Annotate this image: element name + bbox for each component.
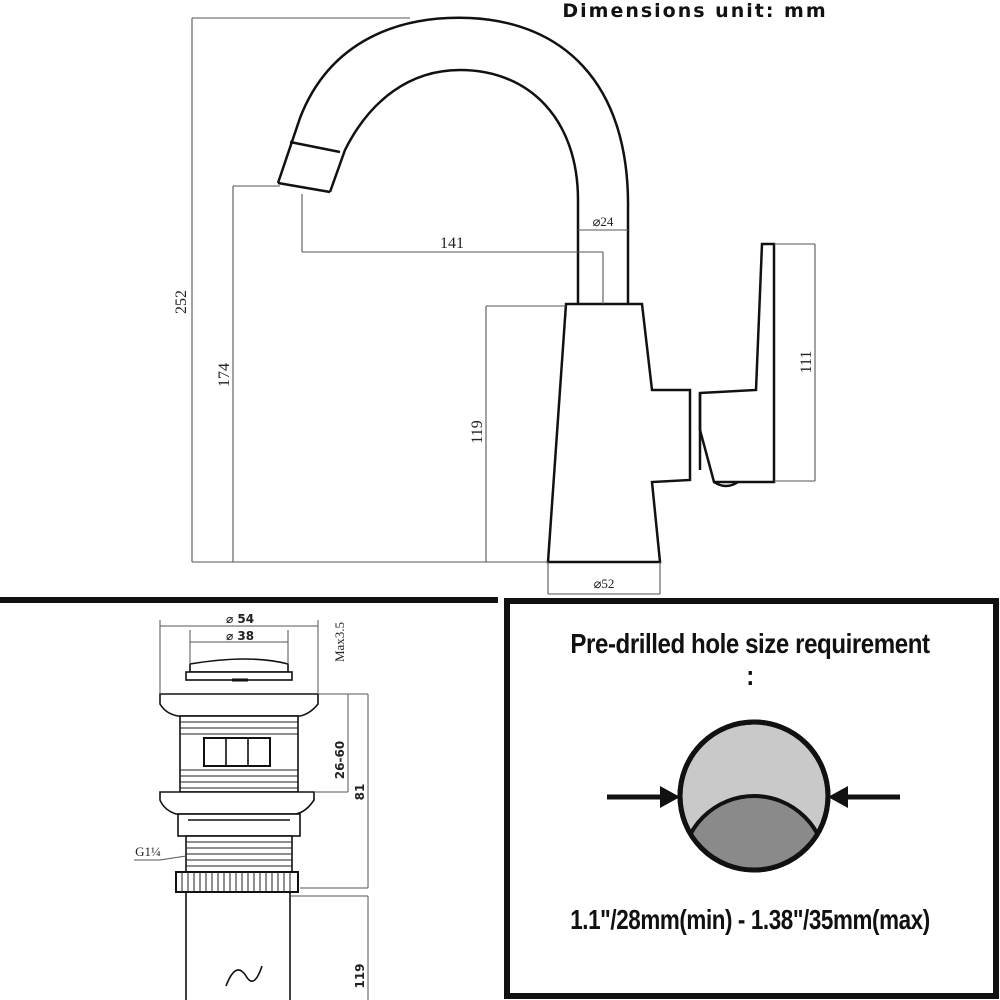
drain-dimension-labels: ⌀ 54 ⌀ 38 Max3.5 26-60 81 G1¼ 119 — [135, 612, 367, 989]
dim-cap-inner: ⌀ 38 — [226, 629, 254, 643]
drain-cap — [189, 658, 289, 673]
dim-total-height: 252 — [173, 290, 190, 314]
faucet-handle — [698, 242, 776, 484]
drain-threads — [180, 721, 298, 892]
dim-cap-max: Max3.5 — [332, 622, 347, 662]
dim-cap-outer: ⌀ 54 — [226, 612, 254, 626]
dim-base-diameter: ⌀52 — [594, 576, 615, 591]
drain-flange — [159, 693, 319, 717]
drain-lock-nut — [159, 791, 315, 815]
drain-dimension-lines — [134, 620, 369, 1000]
faucet-drawing — [276, 16, 776, 564]
drain-drawing — [159, 658, 319, 1000]
panel-separators — [0, 597, 999, 999]
dim-thickness-range: 26-60 — [333, 741, 347, 779]
spout-inner-edge — [328, 68, 580, 304]
faucet-dimension-labels: 252 174 119 141 ⌀24 ⌀52 111 — [173, 214, 815, 591]
spout-outer-edge — [276, 16, 630, 304]
dim-tube-diameter: ⌀24 — [593, 214, 614, 229]
aerator-band — [289, 140, 341, 154]
dim-tail-length: 119 — [353, 963, 367, 988]
dim-thread-length: 81 — [353, 784, 367, 801]
dim-handle-height: 111 — [798, 351, 815, 374]
arrow-left-icon — [607, 786, 680, 808]
dim-thread-spec: G1¼ — [135, 844, 161, 859]
dim-spout-height: 174 — [216, 363, 233, 387]
dim-spout-reach: 141 — [440, 235, 464, 252]
hole-requirement-title: Pre-drilled hole size requirement : — [570, 628, 930, 691]
arrow-right-icon — [828, 786, 900, 808]
units-heading: Dimensions unit: mm — [562, 0, 828, 22]
hole-panel-frame — [504, 598, 999, 999]
faucet-dimension-lines — [191, 17, 816, 595]
hole-size-range: 1.1"/28mm(min) - 1.38"/35mm(max) — [570, 904, 930, 935]
hole-illustration — [607, 719, 900, 873]
faucet-body — [546, 302, 692, 564]
dim-body-height: 119 — [469, 420, 486, 443]
